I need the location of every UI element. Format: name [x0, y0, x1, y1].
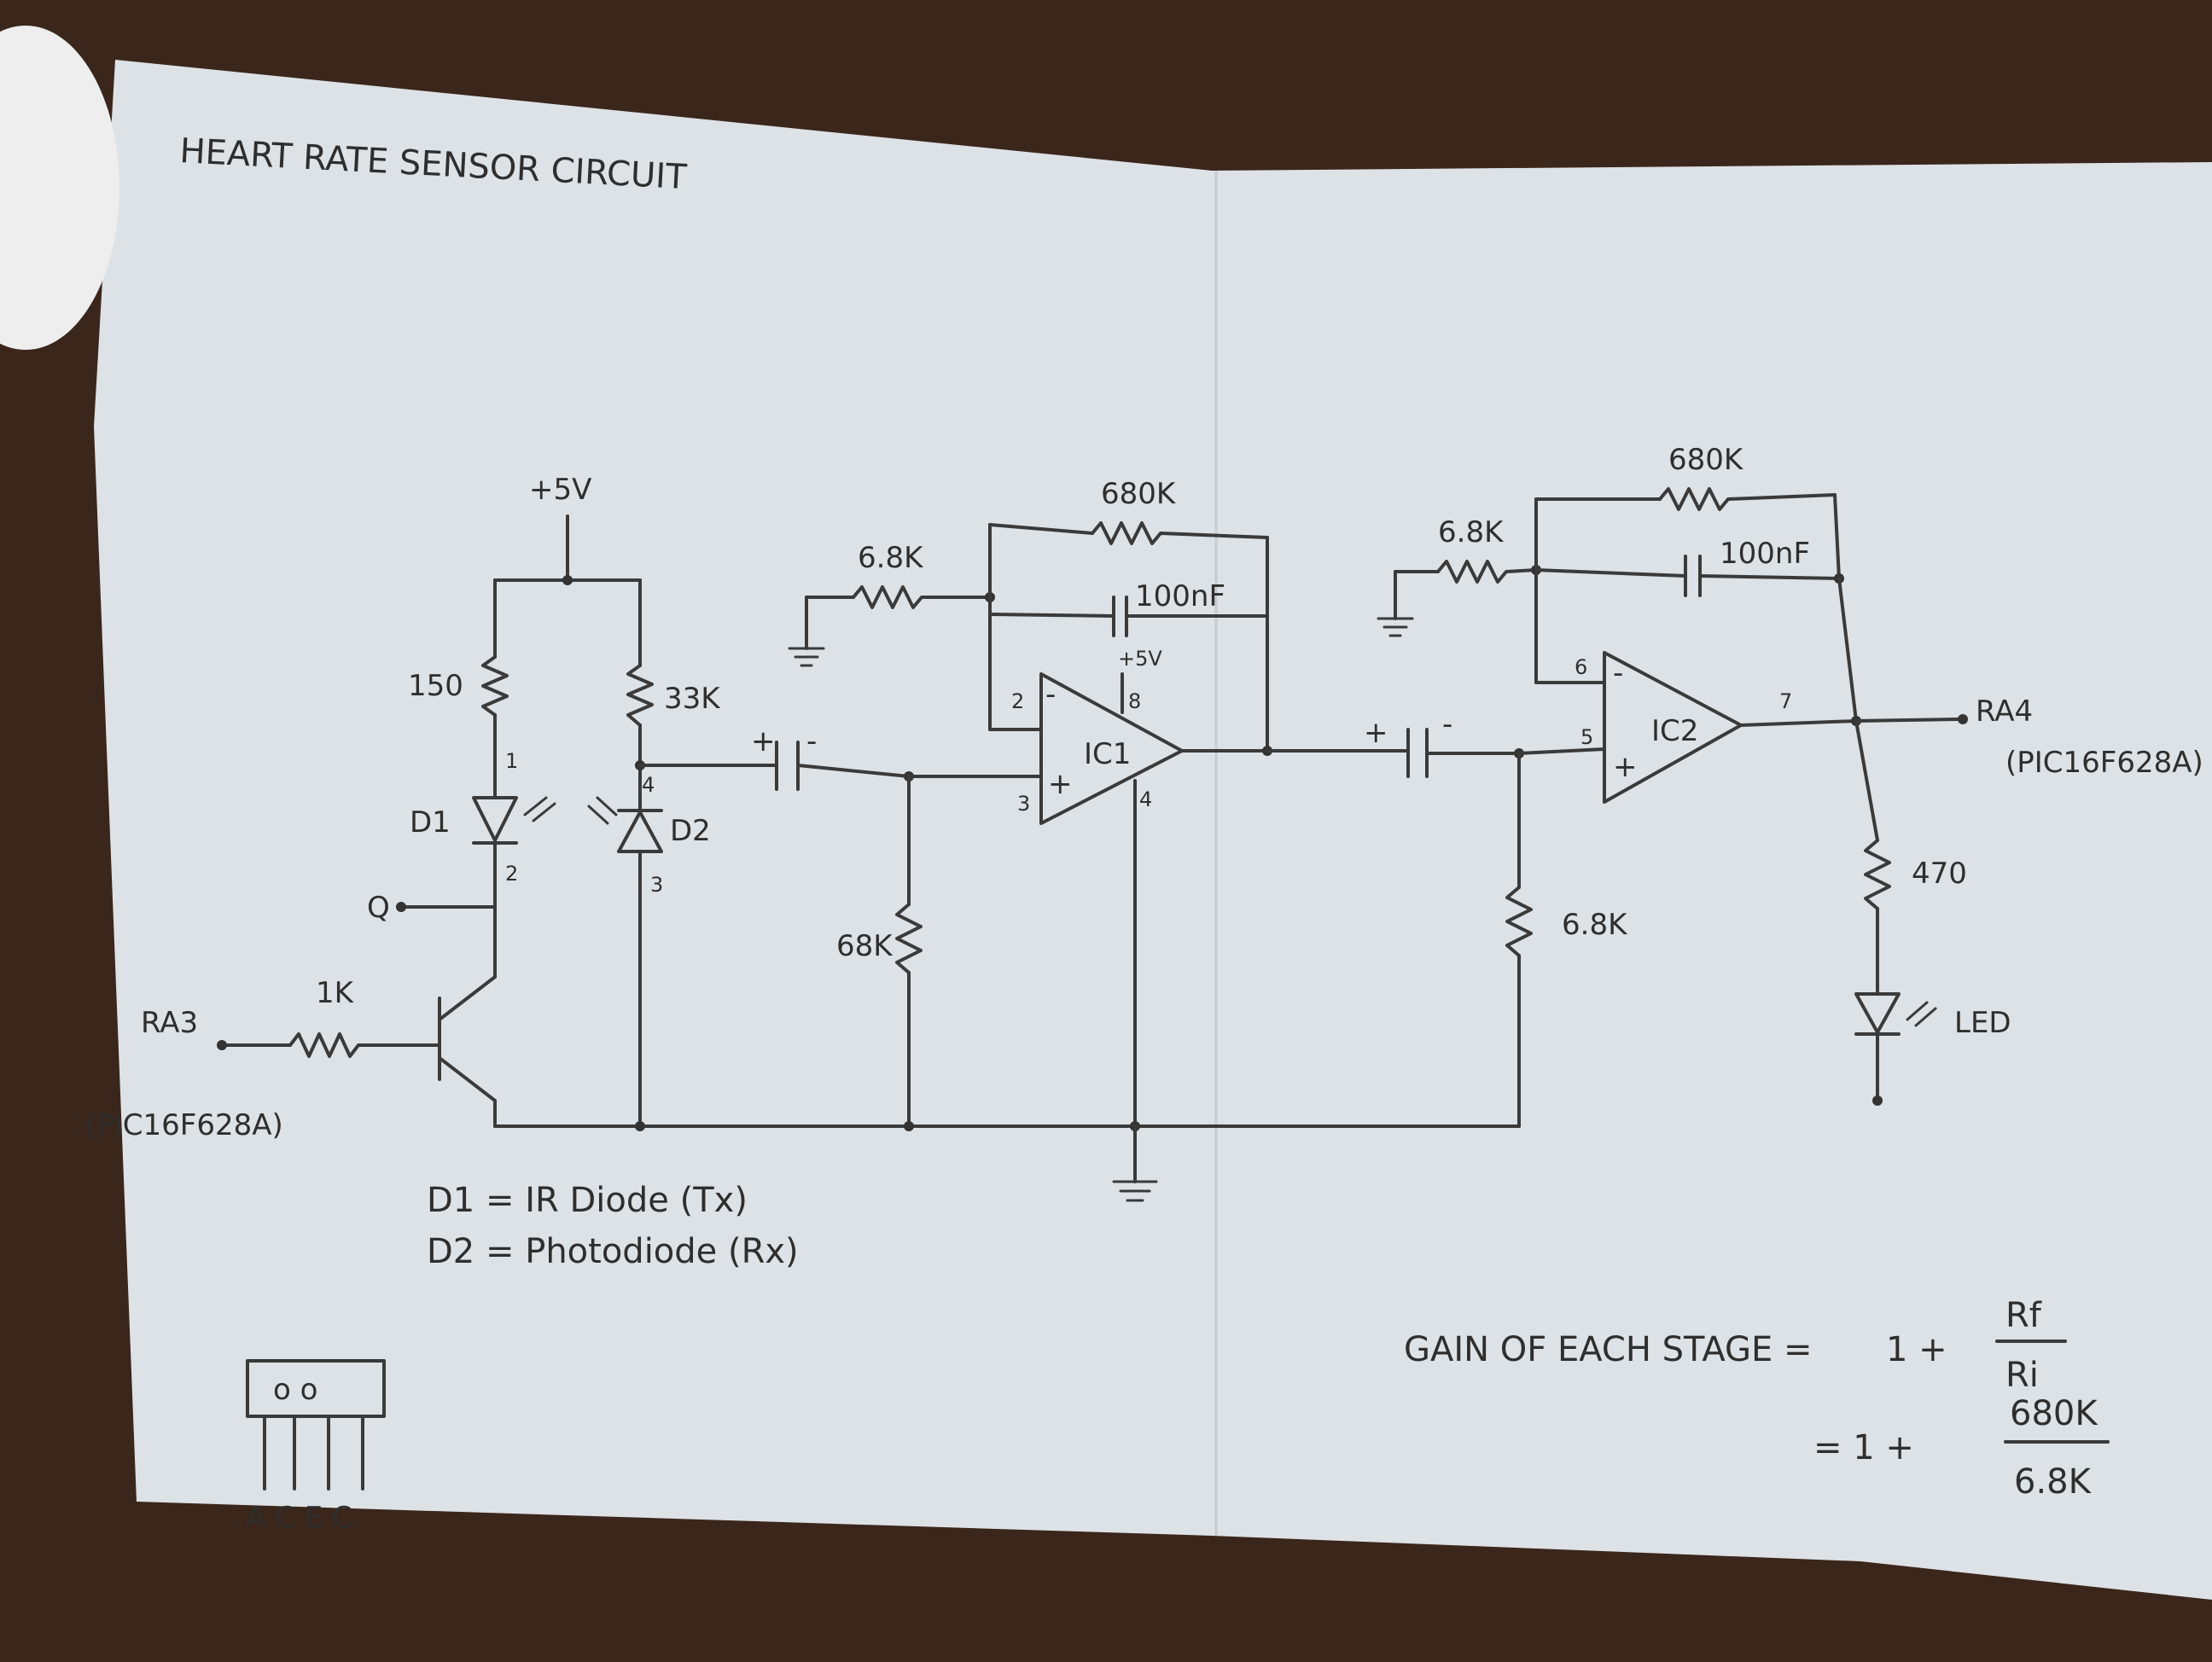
legend-d2: D2 = Photodiode (Rx) — [427, 1232, 799, 1271]
pin2-label: 2 — [505, 862, 518, 886]
sensor-package: o o A C E C — [246, 1359, 386, 1535]
ic2-label: IC2 — [1651, 714, 1698, 748]
ground-rail — [493, 1121, 1521, 1202]
ic1-minus: - — [1045, 677, 1056, 712]
gain-den2: 6.8K — [2014, 1462, 2093, 1502]
legend-d1: D1 = IR Diode (Tx) — [427, 1181, 748, 1220]
ra3-label: RA3 — [141, 1006, 198, 1040]
stage1-feedback: 6.8K 680K 100nF — [788, 477, 1269, 753]
r-1k-label: 1K — [316, 976, 355, 1010]
r-33k-label: 33K — [664, 682, 721, 716]
r-6k8-bias-label: 6.8K — [1562, 908, 1628, 942]
output-led-branch: 470 LED — [1854, 719, 2011, 1106]
gain-eq2: = 1 + — [1813, 1428, 1914, 1467]
coupling-cap-2: + - 6.8K — [1266, 707, 1628, 1128]
desk-object — [0, 26, 119, 350]
cap1-minus: - — [806, 724, 817, 758]
pin4-label: 4 — [642, 773, 655, 797]
ic1-pin2: 2 — [1011, 689, 1024, 713]
gain-formula: GAIN OF EACH STAGE = 1 + Rf Ri = 1 + 680… — [1404, 1296, 2110, 1502]
rf2-label: 680K — [1668, 443, 1744, 477]
ic2-minus: - — [1613, 656, 1623, 690]
resistor-150 — [481, 655, 509, 717]
opamp-ic1: IC1 - + 2 3 8 4 +5V — [1011, 647, 1272, 1128]
resistor-6k8-stage2 — [1436, 560, 1538, 584]
ri1-label: 6.8K — [858, 541, 924, 575]
r-150-label: 150 — [408, 669, 463, 703]
output-led — [1854, 992, 1901, 1034]
resistor-6k8-stage1 — [852, 585, 992, 609]
ic2-pin6: 6 — [1575, 655, 1587, 679]
resistor-33k — [626, 664, 654, 727]
ic1-label: IC1 — [1084, 737, 1131, 771]
pic-left-label: (PIC16F628A) — [85, 1108, 283, 1142]
gain-num: Rf — [2005, 1296, 2042, 1335]
led-label: LED — [1954, 1006, 2011, 1040]
photodiode-branch: 33K 4 D2 3 — [587, 578, 778, 1128]
bias-68k: 68K — [836, 771, 1043, 1128]
gain-num2: 680K — [2010, 1394, 2098, 1433]
coupling-cap-1: + - — [751, 724, 911, 791]
ic2-pin7: 7 — [1779, 689, 1792, 713]
resistor-470 — [1864, 839, 1891, 910]
ic1-plus: + — [1048, 767, 1073, 801]
paper-sheet — [94, 60, 2212, 1600]
resistor-680k-stage2 — [1658, 487, 1837, 511]
r-470-label: 470 — [1912, 857, 1967, 891]
gain-one: 1 + — [1886, 1330, 1947, 1369]
cap2-minus: - — [1442, 707, 1452, 741]
ic2-plus: + — [1613, 750, 1638, 784]
pic-right-label: (PIC16F628A) — [2005, 746, 2203, 780]
opamp-ic2: IC2 - + 6 5 7 RA4 (PIC16F628A) — [1575, 651, 2203, 804]
ra4-terminal — [1958, 714, 1968, 724]
gain-label: GAIN OF EACH STAGE = — [1404, 1330, 1813, 1369]
resistor-6k8-bias — [1505, 886, 1533, 957]
cf1-label: 100nF — [1135, 579, 1225, 613]
pin1-label: 1 — [505, 749, 518, 773]
package-holes: o o — [273, 1373, 317, 1407]
d1-emission-arrow — [523, 796, 548, 816]
resistor-680k-stage1 — [1091, 521, 1269, 545]
supply-node: +5V — [493, 473, 642, 585]
package-pins: A C E C — [246, 1501, 352, 1535]
ri2-label: 6.8K — [1438, 515, 1505, 549]
vcc-label: +5V — [529, 473, 591, 507]
ic1-vcc: +5V — [1118, 647, 1162, 671]
d2-label: D2 — [670, 814, 711, 848]
r-68k-label: 68K — [836, 929, 894, 963]
gain-den: Ri — [2005, 1356, 2039, 1395]
ic1-pin8: 8 — [1128, 689, 1141, 713]
ic2-pin5: 5 — [1580, 725, 1593, 749]
ic1-pin3: 3 — [1017, 792, 1030, 816]
q-label: Q — [367, 891, 390, 925]
d1-label: D1 — [410, 805, 451, 840]
d1-ir-diode — [472, 796, 518, 842]
transistor-q: 1K RA3 (PIC16F628A) — [85, 975, 497, 1142]
resistor-68k — [895, 903, 923, 974]
cap2-plus: + — [1364, 716, 1388, 750]
cf2-label: 100nF — [1720, 537, 1810, 571]
ic1-pin4: 4 — [1139, 787, 1152, 811]
pin3-label: 3 — [650, 873, 663, 897]
ra4-label: RA4 — [1976, 694, 2033, 729]
rf1-label: 680K — [1101, 477, 1177, 511]
stage2-feedback: 6.8K 680K 100nF — [1377, 443, 1858, 723]
diode-legend: D1 = IR Diode (Tx) D2 = Photodiode (Rx) — [427, 1181, 799, 1271]
led-branch: 150 1 D1 2 Q — [367, 578, 556, 979]
cap1-plus: + — [751, 724, 776, 758]
ra3-terminal — [217, 1040, 227, 1050]
d2-light-arrow — [587, 805, 609, 825]
resistor-1k — [288, 1032, 369, 1058]
